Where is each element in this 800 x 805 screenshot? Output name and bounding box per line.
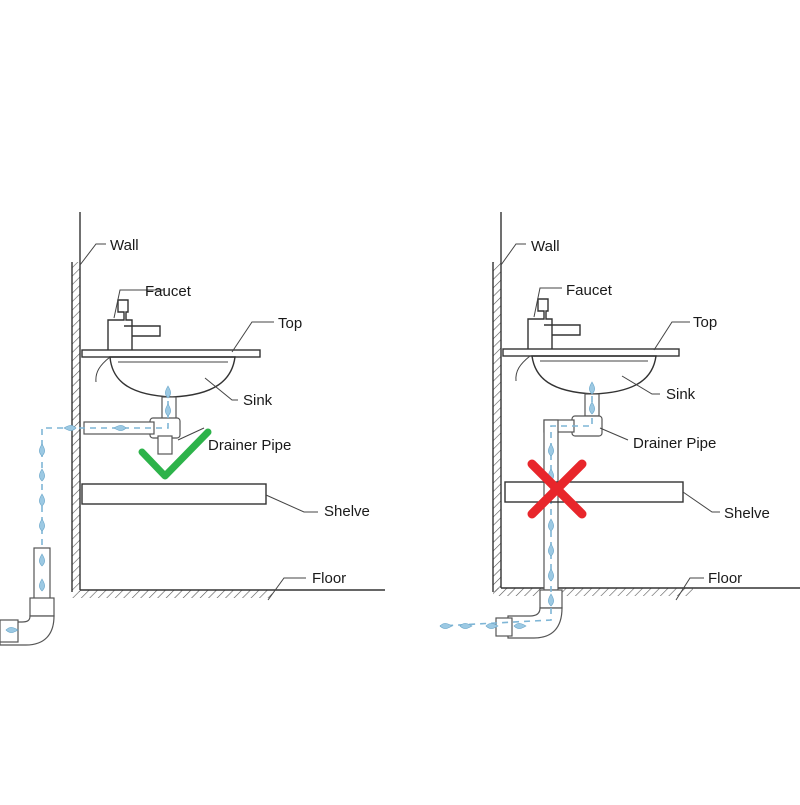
label-floor: Floor: [312, 570, 346, 587]
shelve: [81, 483, 267, 505]
counter-top: [502, 348, 680, 357]
label-sink: Sink: [666, 386, 696, 403]
sink-bowl: [109, 356, 236, 398]
label-shelve: Shelve: [724, 505, 770, 522]
right-panel: Wall Faucet Top Sink Drainer Pipe Shelve…: [439, 212, 800, 639]
label-floor: Floor: [708, 570, 742, 587]
faucet: [515, 298, 581, 382]
floor: [493, 587, 800, 596]
label-top: Top: [693, 314, 717, 331]
water-flow: [5, 385, 171, 633]
label-sink: Sink: [243, 392, 273, 409]
leader-lines: [79, 243, 318, 601]
counter-top: [81, 349, 261, 358]
label-faucet: Faucet: [566, 282, 613, 299]
water-flow: [439, 381, 595, 629]
leader-lines: [500, 243, 720, 601]
drainer-pipe: [0, 396, 181, 646]
label-drainer-pipe: Drainer Pipe: [208, 437, 291, 454]
cross-mark-icon: [527, 459, 587, 519]
label-wall: Wall: [531, 238, 560, 255]
wall: [71, 212, 81, 592]
label-shelve: Shelve: [324, 503, 370, 520]
left-panel: Wall Faucet Top Sink Drainer Pipe Shelve…: [0, 212, 385, 646]
floor: [72, 589, 385, 598]
faucet: [95, 299, 161, 383]
drainer-pipe: [495, 393, 603, 639]
label-faucet: Faucet: [145, 283, 192, 300]
wall: [492, 212, 502, 592]
label-top: Top: [278, 315, 302, 332]
label-drainer-pipe: Drainer Pipe: [633, 435, 716, 452]
shelve: [504, 481, 684, 503]
label-wall: Wall: [110, 237, 139, 254]
check-mark-icon: [138, 428, 212, 480]
